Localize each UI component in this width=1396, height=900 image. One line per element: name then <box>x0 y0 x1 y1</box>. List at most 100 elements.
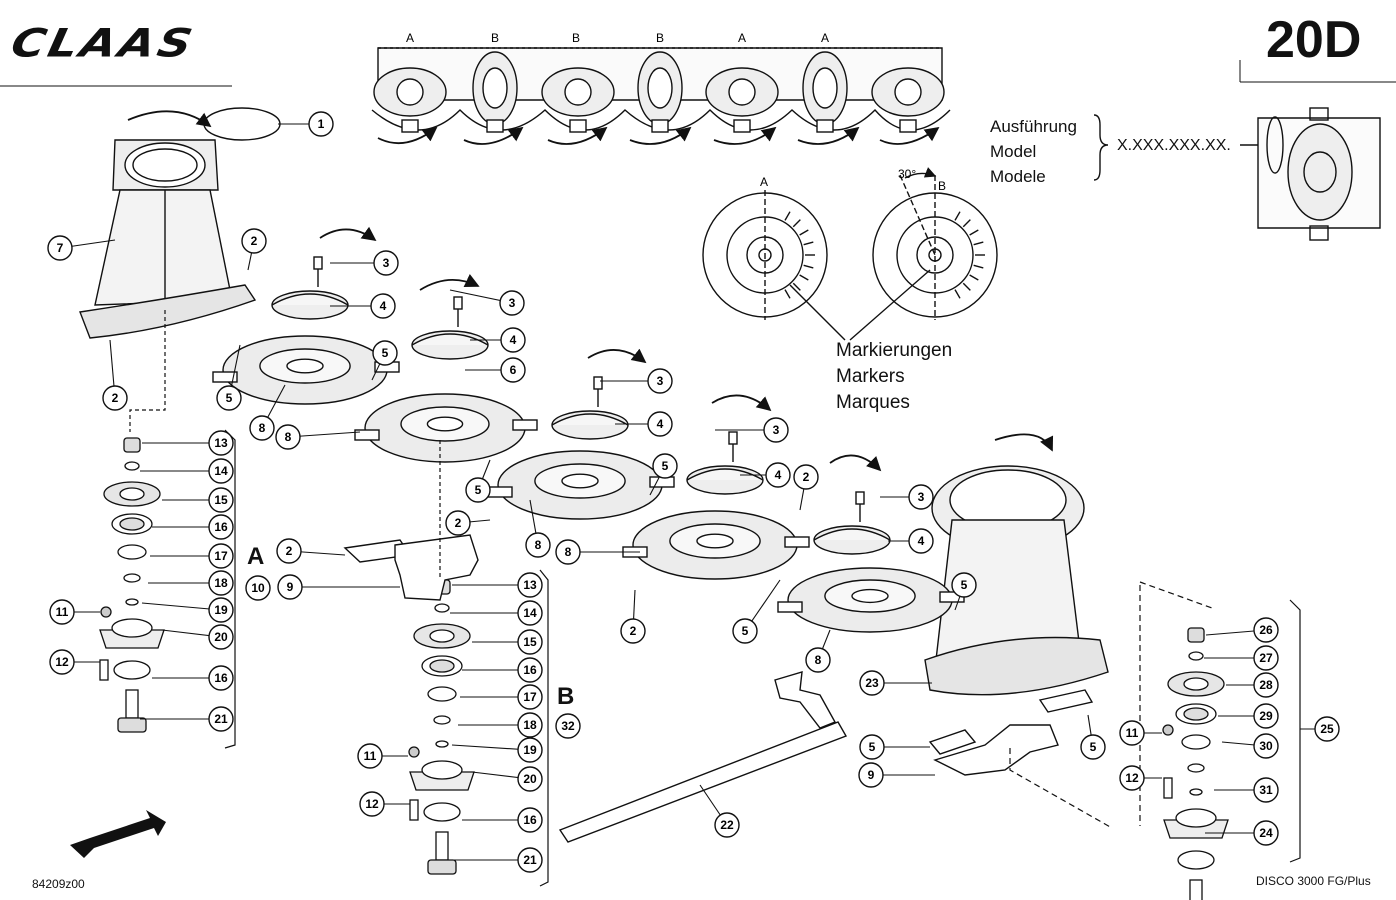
variant-code: X.XXX.XXX.XX. <box>1117 137 1231 154</box>
svg-text:8: 8 <box>535 538 542 552</box>
svg-text:17: 17 <box>523 690 537 704</box>
callout-17: 17 <box>517 684 543 710</box>
svg-text:32: 32 <box>561 719 575 733</box>
svg-text:17: 17 <box>214 549 228 563</box>
svg-text:16: 16 <box>523 663 537 677</box>
svg-text:11: 11 <box>56 605 69 619</box>
callout-11: 11 <box>1119 720 1145 746</box>
svg-text:5: 5 <box>475 483 482 497</box>
svg-text:5: 5 <box>382 346 389 360</box>
svg-text:24: 24 <box>1259 826 1273 840</box>
callout-5: 5 <box>859 734 885 760</box>
svg-text:30: 30 <box>1259 739 1273 753</box>
group-number: 10 <box>245 575 271 601</box>
callout-3: 3 <box>908 484 934 510</box>
svg-text:21: 21 <box>214 712 228 726</box>
callout-18: 18 <box>517 712 543 738</box>
strip-label: A <box>406 31 414 45</box>
variant-line-de: Ausführung <box>990 117 1077 136</box>
callout-8: 8 <box>249 415 275 441</box>
callout-5: 5 <box>465 477 491 503</box>
callout-2: 2 <box>620 618 646 644</box>
callout-14: 14 <box>517 600 543 626</box>
cover-plate <box>203 107 281 141</box>
svg-text:8: 8 <box>565 545 572 559</box>
callout-6: 6 <box>500 357 526 383</box>
gearbox-housing-left <box>79 139 257 339</box>
group-number: 32 <box>555 713 581 739</box>
svg-text:11: 11 <box>364 749 377 763</box>
callout-13: 13 <box>208 430 234 456</box>
callout-16: 16 <box>208 514 234 540</box>
callout-2: 2 <box>793 464 819 490</box>
svg-text:15: 15 <box>214 493 228 507</box>
callout-8: 8 <box>555 539 581 565</box>
svg-text:16: 16 <box>214 520 228 534</box>
callout-5: 5 <box>951 572 977 598</box>
svg-text:19: 19 <box>523 743 537 757</box>
callout-12: 12 <box>49 649 75 675</box>
svg-text:4: 4 <box>380 299 387 313</box>
callout-20: 20 <box>517 766 543 792</box>
callout-21: 21 <box>208 706 234 732</box>
callout-27: 27 <box>1253 645 1279 671</box>
callout-9: 9 <box>858 762 884 788</box>
svg-text:2: 2 <box>455 516 462 530</box>
svg-text:8: 8 <box>259 421 266 435</box>
callout-7: 7 <box>47 235 73 261</box>
svg-text:2: 2 <box>112 391 119 405</box>
callout-31: 31 <box>1253 777 1279 803</box>
svg-text:28: 28 <box>1259 678 1273 692</box>
variant-line-fr: Modele <box>990 167 1046 186</box>
callout-20: 20 <box>208 624 234 650</box>
callout-1: 1 <box>308 111 334 137</box>
callout-3: 3 <box>373 250 399 276</box>
svg-text:7: 7 <box>57 241 64 255</box>
svg-text:11: 11 <box>1126 726 1139 740</box>
svg-text:5: 5 <box>961 578 968 592</box>
svg-text:4: 4 <box>775 468 782 482</box>
svg-text:18: 18 <box>523 718 537 732</box>
callout-19: 19 <box>208 597 234 623</box>
svg-text:21: 21 <box>523 853 537 867</box>
svg-text:5: 5 <box>742 624 749 638</box>
callout-3: 3 <box>763 417 789 443</box>
svg-text:9: 9 <box>868 768 875 782</box>
adjusting-tool <box>558 671 848 843</box>
svg-text:2: 2 <box>286 544 293 558</box>
callout-12: 12 <box>1119 765 1145 791</box>
svg-text:13: 13 <box>214 436 228 450</box>
svg-text:4: 4 <box>657 417 664 431</box>
callout-24: 24 <box>1253 820 1279 846</box>
svg-text:12: 12 <box>365 797 379 811</box>
callout-4: 4 <box>647 411 673 437</box>
svg-text:23: 23 <box>865 676 879 690</box>
callout-5: 5 <box>732 618 758 644</box>
svg-text:2: 2 <box>630 624 637 638</box>
callout-29: 29 <box>1253 703 1279 729</box>
callout-18: 18 <box>208 570 234 596</box>
model-name: DISCO 3000 FG/Plus <box>1256 874 1371 888</box>
svg-text:10: 10 <box>251 581 265 595</box>
callout-22: 22 <box>714 812 740 838</box>
callout-11: 11 <box>357 743 383 769</box>
cutter-bar-overview <box>371 47 951 133</box>
svg-text:3: 3 <box>509 296 516 310</box>
svg-text:4: 4 <box>918 534 925 548</box>
markers-de: Markierungen <box>836 340 953 361</box>
callout-2: 2 <box>241 228 267 254</box>
callout-17: 17 <box>208 543 234 569</box>
svg-text:20: 20 <box>523 772 537 786</box>
svg-text:6: 6 <box>510 363 517 377</box>
timing-marker-detail <box>702 167 998 341</box>
callout-25: 25 <box>1314 716 1340 742</box>
callout-16: 16 <box>208 665 234 691</box>
variant-labels: Ausführung Model Modele <box>990 114 1077 189</box>
markers-en: Markers <box>836 366 905 387</box>
svg-text:3: 3 <box>773 423 780 437</box>
svg-text:2: 2 <box>251 234 258 248</box>
svg-text:22: 22 <box>720 818 734 832</box>
strip-label: A <box>738 31 746 45</box>
svg-text:15: 15 <box>523 635 537 649</box>
drawing-number: 84209z00 <box>32 877 85 891</box>
